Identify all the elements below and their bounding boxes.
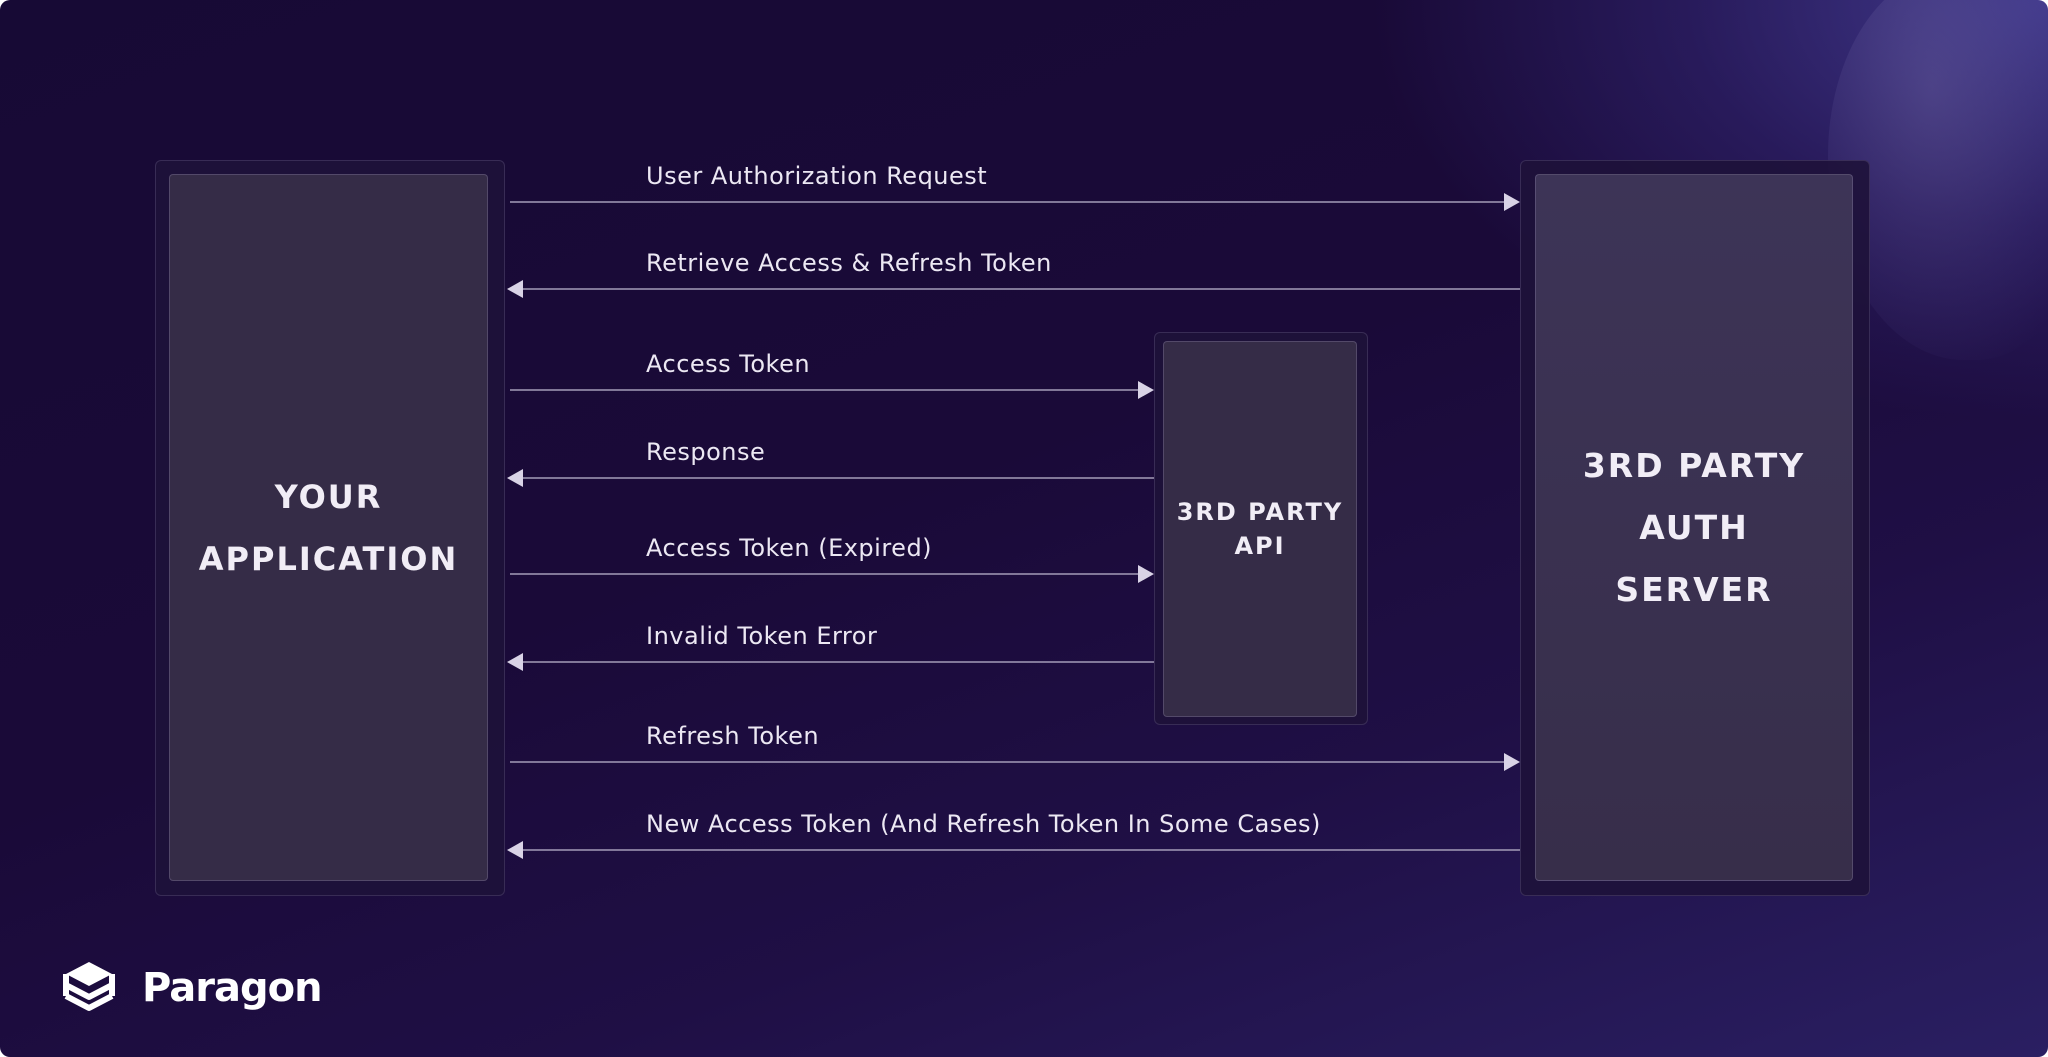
arrowhead (507, 469, 523, 487)
message-label: Access Token (646, 350, 811, 378)
message-label: New Access Token (And Refresh Token In S… (646, 810, 1321, 838)
auth-server-label: 3RD PARTY AUTH SERVER (1582, 445, 1806, 609)
brand: Paragon (62, 958, 323, 1018)
third-party-api-box: 3RD PARTY API (1163, 341, 1357, 717)
brand-name: Paragon (142, 965, 323, 1011)
message-label: Response (646, 438, 766, 466)
arrowhead (507, 280, 523, 298)
message-label: User Authorization Request (646, 162, 988, 190)
third-party-api-label: 3RD PARTY API (1176, 498, 1344, 560)
your-application-label: YOUR APPLICATION (198, 477, 459, 578)
arrowhead (1504, 753, 1520, 771)
message-label: Invalid Token Error (646, 622, 878, 650)
arrowhead (507, 841, 523, 859)
paragon-stack-icon (63, 962, 115, 1011)
message-label: Retrieve Access & Refresh Token (646, 249, 1052, 277)
arrowhead (1138, 381, 1154, 399)
arrowhead (1504, 193, 1520, 211)
your-application-box: YOUR APPLICATION (169, 174, 488, 881)
message-label: Refresh Token (646, 722, 820, 750)
message-label: Access Token (Expired) (646, 534, 933, 562)
auth-server-box: 3RD PARTY AUTH SERVER (1535, 174, 1853, 881)
arrowhead (1138, 565, 1154, 583)
arrowhead (507, 653, 523, 671)
